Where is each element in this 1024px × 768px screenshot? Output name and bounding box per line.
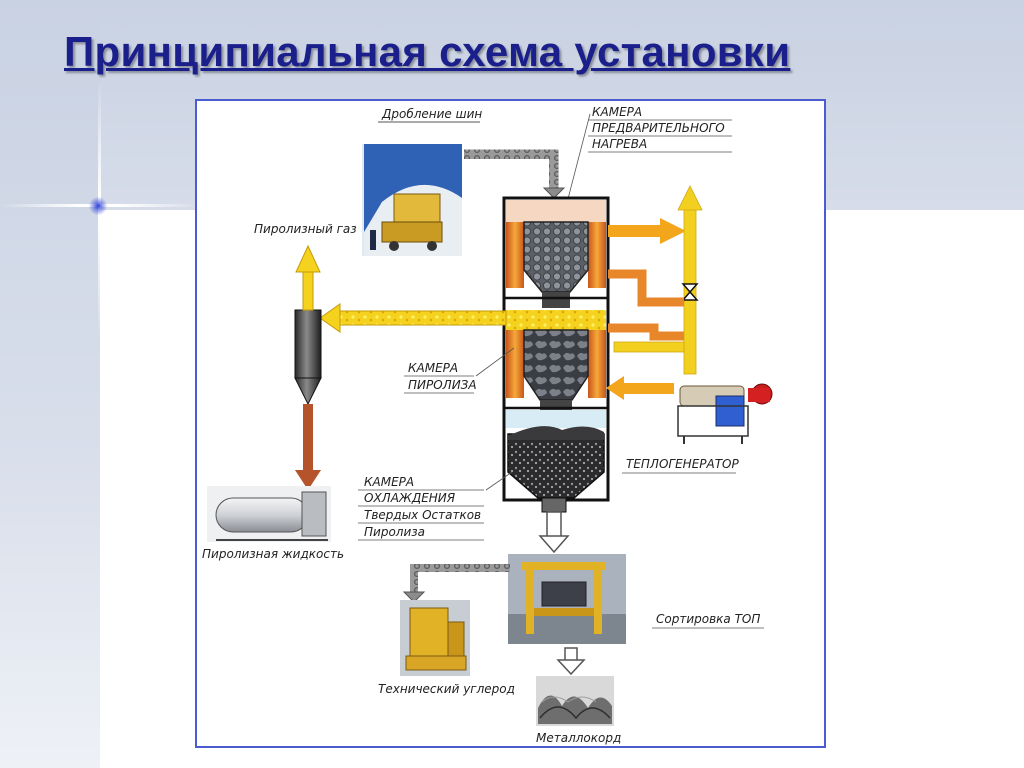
hot-gas-circuit [606, 185, 703, 400]
gas-up-arrow-icon [295, 244, 321, 273]
label-tire-crushing: Дробление шин [381, 107, 482, 121]
svg-text:ПИРОЛИЗА: ПИРОЛИЗА [408, 378, 477, 392]
carbon-arrow-icon [402, 591, 426, 603]
label-cooling-chamber: КАМЕРА ОХЛАЖДЕНИЯ Твердых Остатков Пирол… [358, 471, 513, 541]
carbon-conveyor [412, 564, 510, 572]
metal-down-arrow-icon [556, 659, 586, 676]
valve-icon [681, 283, 699, 294]
feed-conveyor [464, 150, 558, 159]
sparkle-star-icon [88, 197, 108, 215]
slide-background-left [0, 0, 100, 768]
svg-text:КАМЕРА: КАМЕРА [592, 105, 642, 119]
reactor-column [502, 196, 610, 513]
svg-text:ПРЕДВАРИТЕЛЬНОГО: ПРЕДВАРИТЕЛЬНОГО [592, 121, 725, 135]
slide-title: Принципиальная схема установки [64, 28, 791, 75]
label-carbon-black: Технический углерод [378, 682, 515, 696]
label-pyrolysis-chamber: КАМЕРА ПИРОЛИЗА [404, 347, 515, 394]
metal-output-flow [556, 647, 586, 676]
carbon-black-image [400, 600, 470, 676]
pyrolysis-liquid-tank-image [207, 486, 331, 542]
heat-generator-image [677, 383, 773, 444]
process-diagram: Дробление шин КАМЕРА ПРЕДВАРИТЕЛЬНОГО НА… [202, 105, 773, 745]
output-down-arrow-icon [538, 535, 570, 554]
label-metal-cord: Металлокорд [536, 731, 621, 745]
carbon-conveyor [410, 564, 418, 594]
svg-text:Пиролиза: Пиролиза [364, 525, 425, 539]
svg-text:КАМЕРА: КАМЕРА [408, 361, 458, 375]
feed-conveyor [549, 150, 558, 190]
pyrolysis-gas-flow [319, 303, 507, 333]
tire-crusher-image [362, 144, 462, 256]
liquid-down-arrow-icon [295, 470, 321, 490]
svg-text:НАГРЕВА: НАГРЕВА [592, 137, 647, 151]
feed-arrow-icon [542, 187, 566, 199]
label-sorting: Сортировка ТОП [656, 612, 760, 626]
label-pyrolysis-gas: Пиролизный газ [254, 222, 357, 236]
metal-cord-image [536, 676, 614, 726]
svg-text:Твердых Остатков: Твердых Остатков [364, 508, 481, 522]
label-heat-generator: ТЕПЛОГЕНЕРАТОР [626, 457, 739, 471]
sorting-image [508, 554, 626, 644]
svg-text:КАМЕРА: КАМЕРА [364, 475, 414, 489]
label-pyrolysis-liquid: Пиролизная жидкость [202, 547, 344, 561]
feed-conveyor [464, 149, 559, 188]
solid-output-flow [538, 511, 570, 554]
svg-text:ОХЛАЖДЕНИЯ: ОХЛАЖДЕНИЯ [364, 491, 456, 505]
label-preheat-chamber: КАМЕРА ПРЕДВАРИТЕЛЬНОГО НАГРЕВА [561, 105, 732, 223]
condenser-separator [294, 244, 322, 490]
diagram-frame: Дробление шин КАМЕРА ПРЕДВАРИТЕЛЬНОГО НА… [195, 99, 826, 748]
exhaust-up-arrow-icon [677, 185, 703, 211]
heat-in-arrow-icon [606, 376, 624, 400]
